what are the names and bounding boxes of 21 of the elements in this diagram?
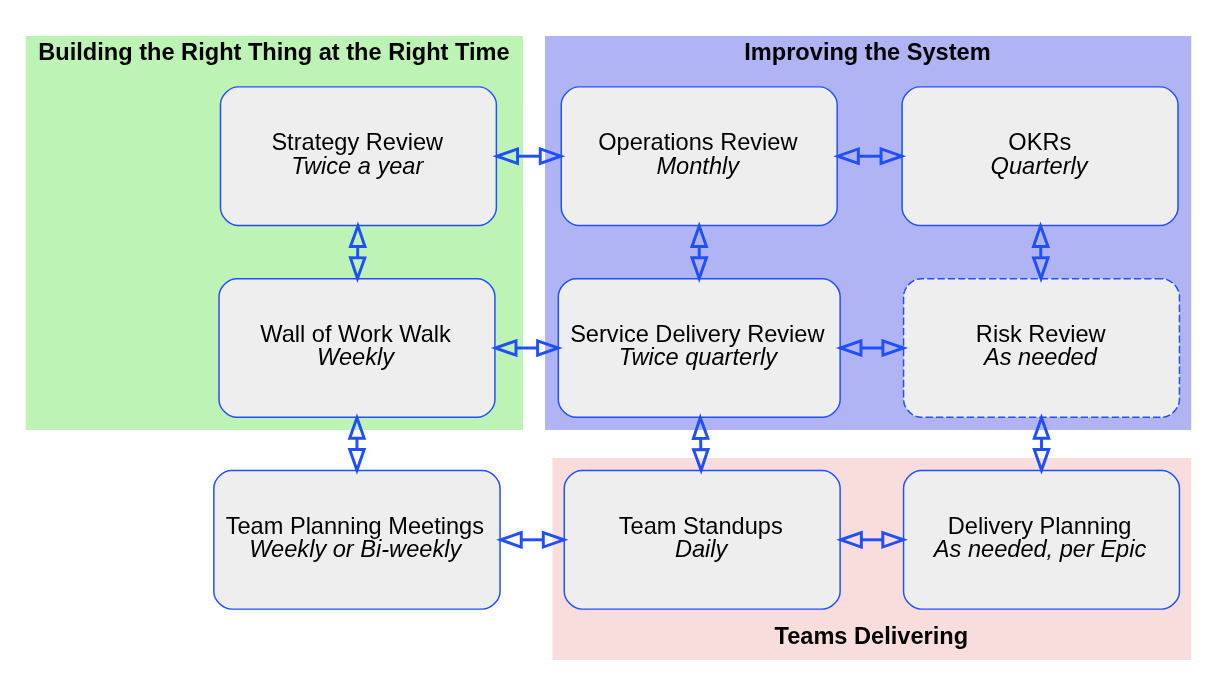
arrow [835,338,909,358]
arrow [348,221,368,283]
node-box: Delivery Planning As needed, per Epic [902,469,1181,610]
node-box: Risk Review As needed [902,277,1181,419]
arrow [1031,221,1051,283]
arrow [347,413,367,475]
arrow [836,530,908,550]
arrow [689,221,709,283]
node-box: OKRs Quarterly [901,86,1179,227]
node-box: Team Planning Meetings Weekly or Bi-weekly [213,469,501,610]
arrow [490,338,563,358]
arrow [833,146,907,166]
node-box: Strategy Review Twice a year [219,86,498,227]
arrow [691,413,711,475]
node-box: Operations Review Monthly [560,86,838,227]
node-box: Service Delivery Review Twice quarterly [557,277,841,419]
node-box: Team Standups Daily [563,469,841,610]
arrow [492,146,566,166]
arrow [496,530,569,550]
arrow [1032,413,1051,475]
node-box: Wall of Work Walk Weekly [218,277,496,419]
